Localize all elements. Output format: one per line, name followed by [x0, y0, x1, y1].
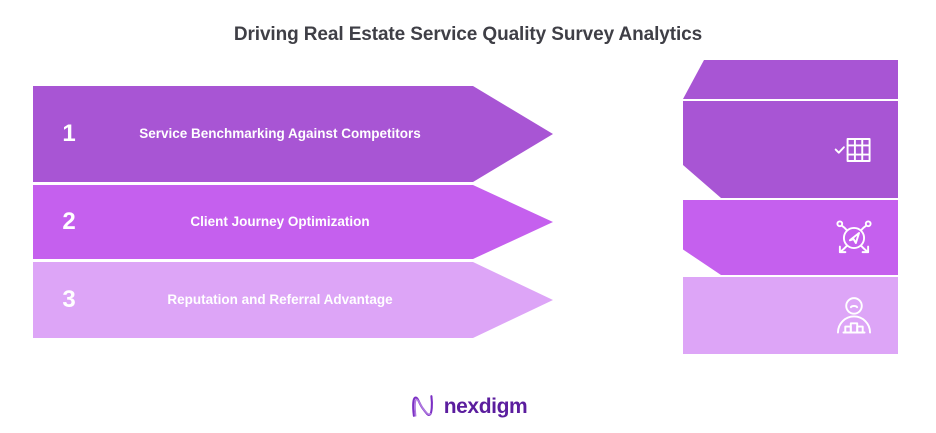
band-header-decoration	[683, 60, 898, 99]
person-bar-chart-icon	[832, 294, 876, 338]
step-row-3[interactable]: 3 Reputation and Referral Advantage	[33, 262, 553, 338]
step-label-1: Service Benchmarking Against Competitors	[139, 125, 421, 141]
brand-logo: nexdigm	[0, 392, 936, 420]
step-number-2: 2	[62, 208, 76, 235]
table-check-icon	[832, 128, 876, 172]
step-chevron-list: 1 Service Benchmarking Against Competito…	[33, 86, 553, 341]
icon-band-2[interactable]	[683, 200, 898, 275]
step-label-3: Reputation and Referral Advantage	[167, 291, 393, 307]
page-title: Driving Real Estate Service Quality Surv…	[233, 24, 703, 45]
step-row-2[interactable]: 2 Client Journey Optimization	[33, 185, 553, 259]
logo-wordmark: nexdigm	[443, 394, 528, 418]
navigation-network-icon	[832, 216, 876, 260]
step-number-1: 1	[62, 120, 76, 147]
nexdigm-wave-mark-icon	[409, 392, 437, 420]
icon-band-3[interactable]	[683, 277, 898, 354]
icon-band-panel	[683, 60, 898, 356]
icon-band-1[interactable]	[683, 101, 898, 198]
step-label-2: Client Journey Optimization	[190, 213, 370, 229]
step-number-3: 3	[62, 286, 76, 313]
step-row-1[interactable]: 1 Service Benchmarking Against Competito…	[33, 86, 553, 182]
